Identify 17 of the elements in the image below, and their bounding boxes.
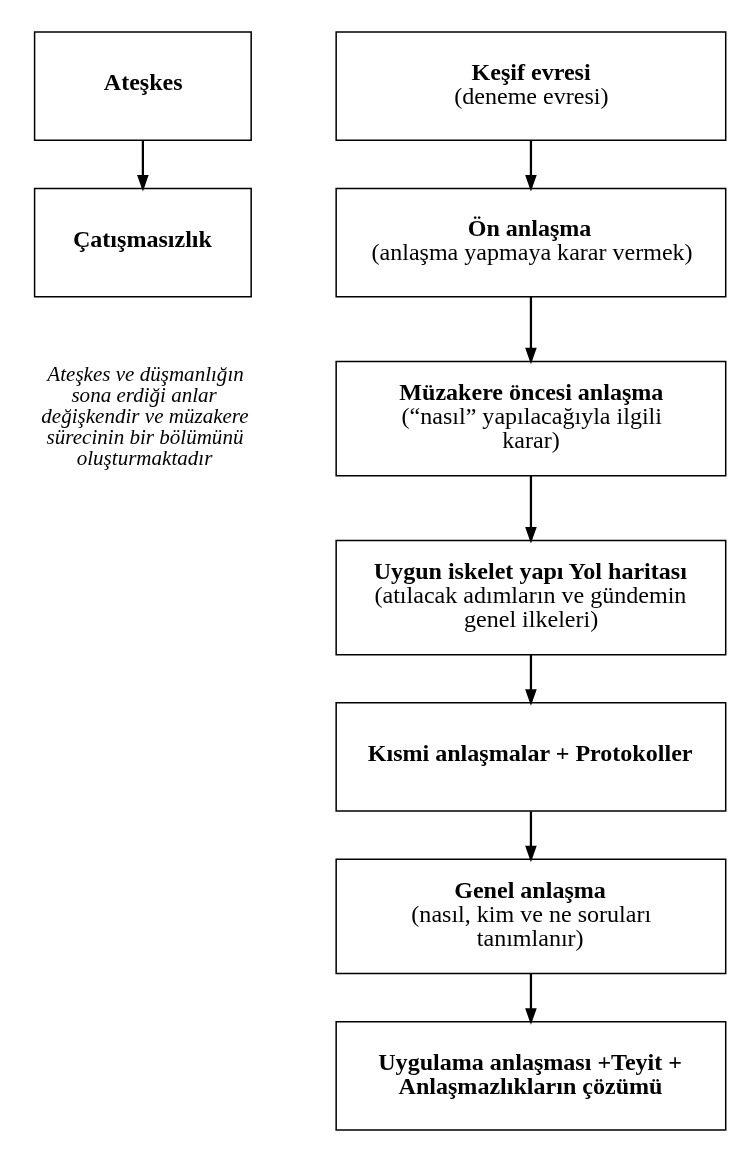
arrow (525, 810, 537, 862)
node-box: Keşif evresi (deneme evresi) (335, 30, 727, 141)
arrow (525, 654, 537, 706)
node-box: Uygun iskelet yapı Yol haritası (atılacak adımların ve gündemin genel ilkeleri) (335, 539, 727, 655)
node-box: Ön anlaşma (anlaşma yapmaya karar vermek) (335, 187, 727, 297)
node-box: Müzakere öncesi anlaşma (“nasıl” yapılacağıyla ilgili karar) (335, 360, 727, 476)
node-box: Uygulama anlaşması +Teyit + Anlaşmazlıkların çözümü (335, 1020, 727, 1131)
arrow (525, 973, 537, 1025)
node-box: Kısmi anlaşmalar + Protokoller (335, 701, 727, 812)
node-box: Çatışmasızlık (33, 187, 252, 297)
label: Ateşkes ve düşmanlığın sona erdiği anlar değişkendir ve müzakere sürecinin bir bölümünü oluşturmaktadır (41, 361, 249, 470)
node-box: Ateşkes (33, 30, 252, 141)
arrow (525, 475, 537, 544)
arrow (525, 296, 537, 364)
arrow (137, 139, 149, 192)
arrow (525, 139, 537, 192)
node-box: Genel anlaşma (nasıl, kim ve ne soruları tanımlanır) (335, 858, 727, 974)
